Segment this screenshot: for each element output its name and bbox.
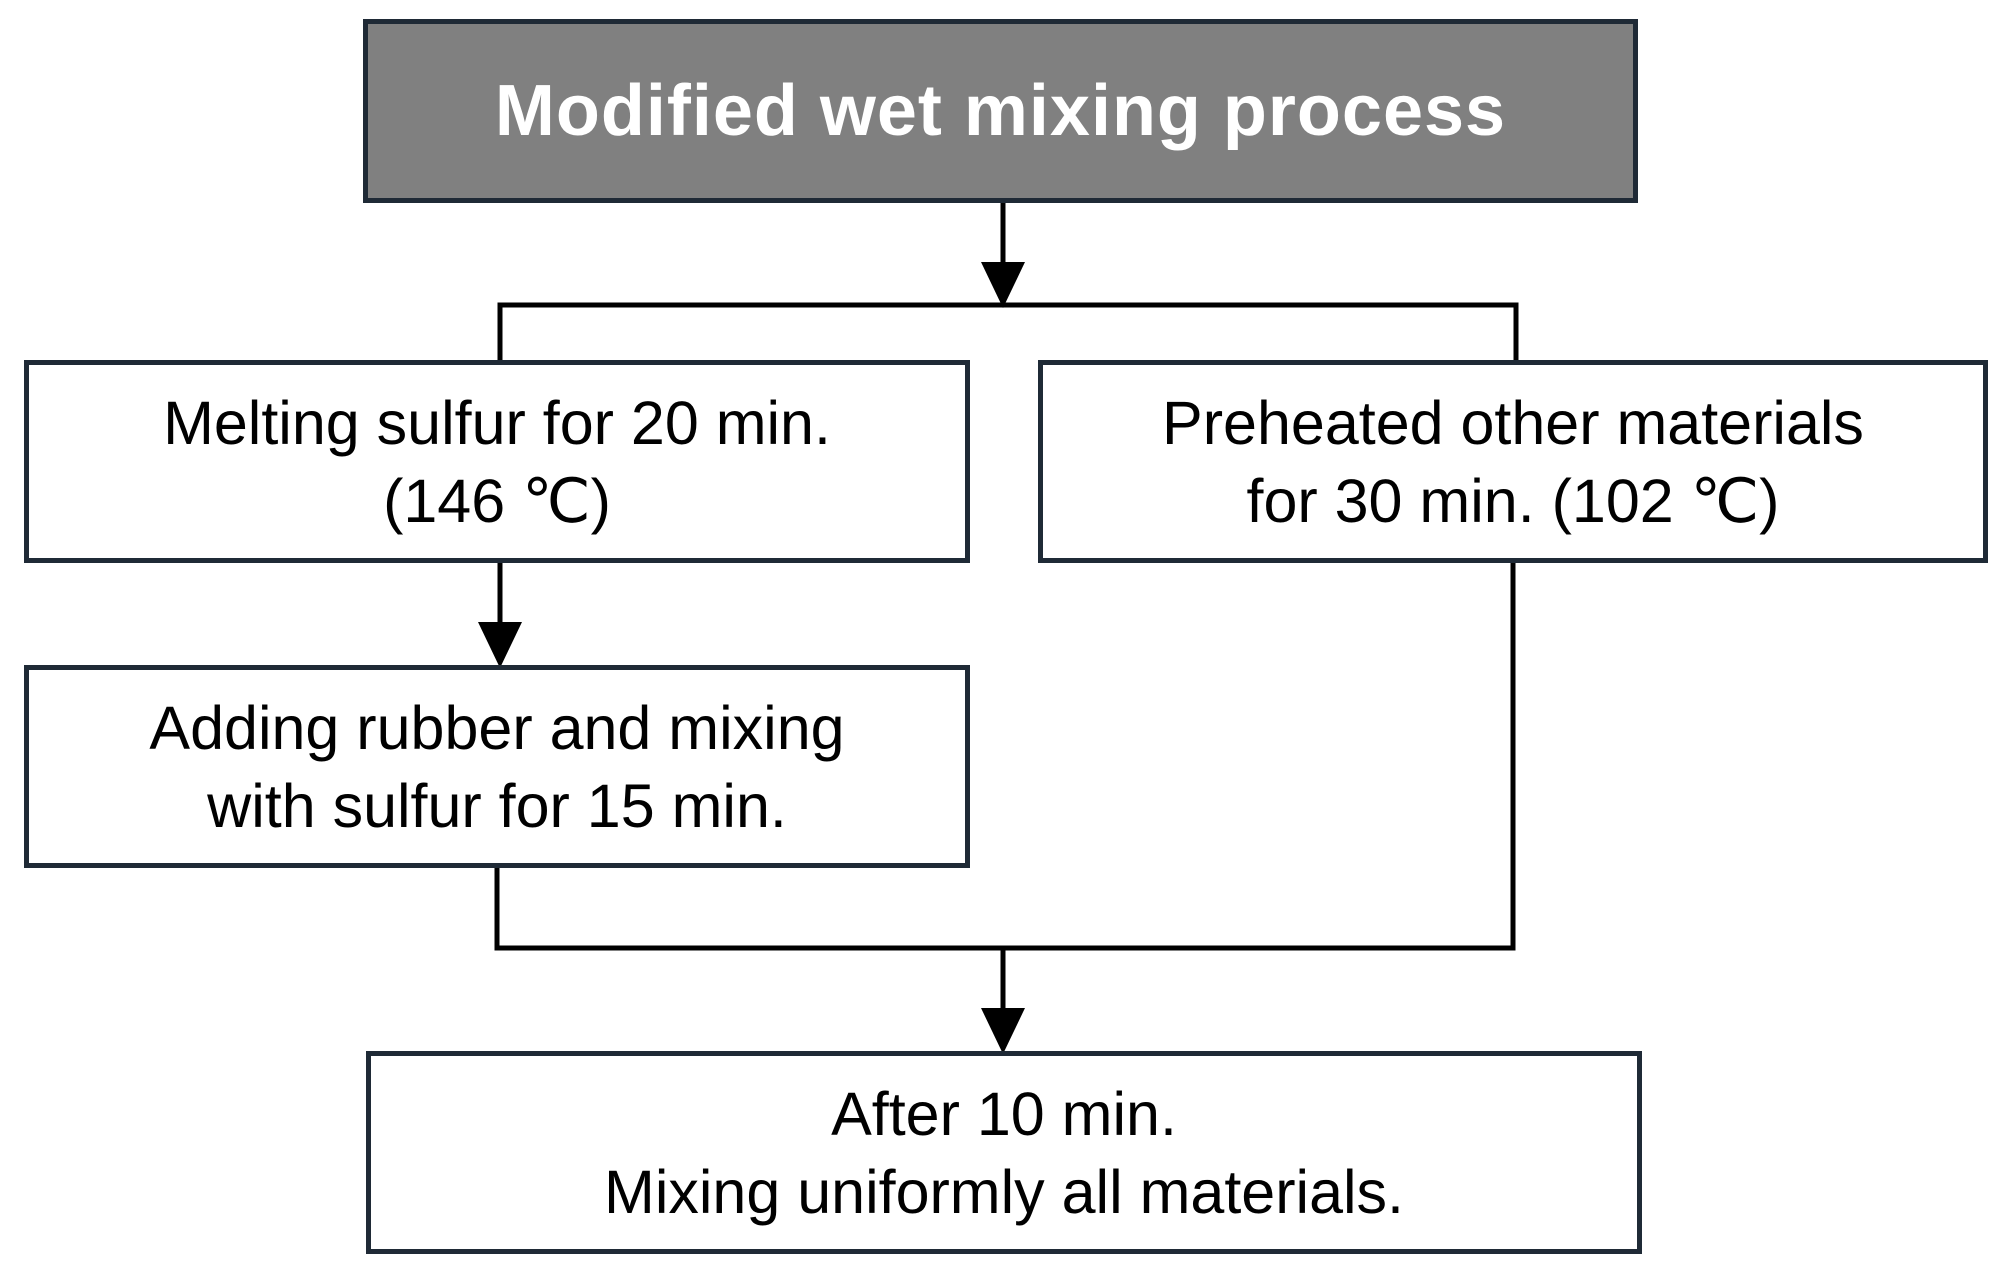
step-rubber-line1: Adding rubber and mixing [149,693,845,762]
step-final-mixing: After 10 min. Mixing uniformly all mater… [366,1051,1642,1254]
step-adding-rubber: Adding rubber and mixing with sulfur for… [24,665,970,868]
title-text: Modified wet mixing process [494,71,1507,151]
step-preheat-line1: Preheated other materials [1162,388,1864,457]
step-melting-sulfur: Melting sulfur for 20 min. (146 ℃) [24,360,970,563]
step-melt-line1: Melting sulfur for 20 min. [163,388,831,457]
connector-split-bar [497,302,1519,360]
step-melt-line2: (146 ℃) [383,466,611,535]
step-preheat-line2: for 30 min. (102 ℃) [1246,466,1780,535]
arrowhead-final [981,1008,1025,1054]
step-preheat-materials: Preheated other materials for 30 min. (1… [1038,360,1988,563]
arrowhead-title [981,262,1025,308]
title-box: Modified wet mixing process [363,19,1638,203]
step-rubber-line2: with sulfur for 15 min. [207,771,787,840]
arrowhead-melt [478,622,522,668]
step-final-line1: After 10 min. [831,1079,1177,1148]
step-final-line2: Mixing uniformly all materials. [604,1157,1404,1226]
